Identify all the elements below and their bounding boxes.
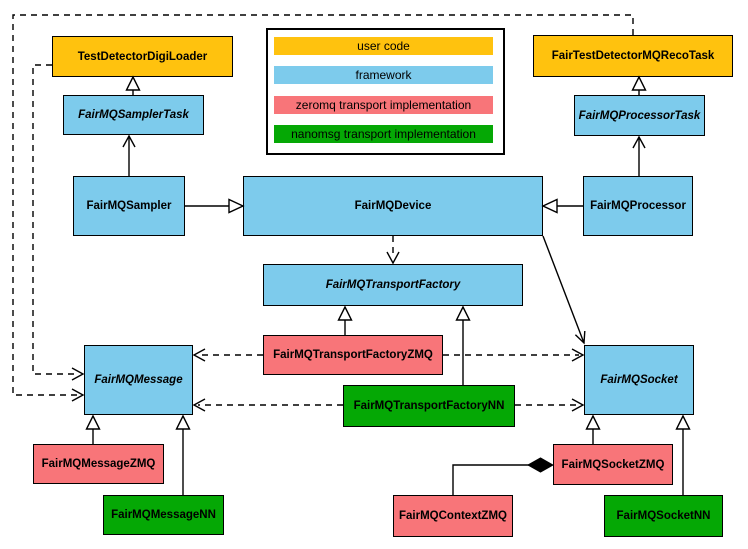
edge-messagenn-to-message: [175, 414, 191, 495]
node-label: FairMQMessageZMQ: [41, 458, 156, 470]
edge-socketzmq-to-socket: [585, 414, 601, 444]
node-label: FairMQSocket: [600, 374, 678, 386]
edge-contextzmq-to-socketzmq: [452, 457, 555, 495]
edge-processortask-to-recotask: [631, 75, 647, 95]
edge-socketnn-to-socket: [675, 414, 691, 495]
node-test-detector-digi-loader: TestDetectorDigiLoader: [52, 36, 233, 77]
edge-sampler-to-samplertask: [122, 134, 136, 176]
edge-device-to-transportfactory: [386, 236, 400, 265]
node-fairmq-socket-nn: FairMQSocketNN: [604, 495, 723, 537]
edge-factorynn-to-message: [192, 398, 343, 412]
node-label: FairMQProcessor: [590, 200, 686, 212]
node-label: FairMQSocketZMQ: [561, 458, 665, 471]
node-fairmq-transport-factory-nn: FairMQTransportFactoryNN: [343, 385, 515, 427]
node-fairmq-message: FairMQMessage: [84, 345, 193, 415]
edge-factoryzmq-to-message: [192, 348, 263, 362]
edge-processor-to-device: [541, 198, 583, 214]
node-fairmq-socket: FairMQSocket: [584, 345, 694, 415]
edge-processor-to-processortask: [632, 135, 646, 176]
edge-samplertask-to-digiloader: [125, 75, 141, 95]
node-label: FairMQTransportFactoryNN: [353, 400, 505, 412]
legend-item-nanomsg-transport: nanomsg transport implementation: [274, 125, 493, 143]
edge-messagezmq-to-message: [85, 414, 101, 444]
node-fairmq-socket-zmq: FairMQSocketZMQ: [553, 444, 673, 485]
node-label: FairMQMessageNN: [111, 509, 216, 521]
node-fairmq-sampler: FairMQSampler: [73, 176, 185, 236]
node-fairmq-sampler-task: FairMQSamplerTask: [63, 95, 204, 135]
node-fairmq-message-zmq: FairMQMessageZMQ: [33, 444, 164, 484]
node-fairmq-transport-factory-zmq: FairMQTransportFactoryZMQ: [263, 335, 443, 375]
node-label: FairTestDetectorMQRecoTask: [551, 50, 715, 62]
edge-factorynn-to-factory: [455, 305, 471, 385]
node-label: FairMQContextZMQ: [399, 510, 507, 522]
node-fairmq-transport-factory: FairMQTransportFactory: [263, 264, 523, 306]
node-label: FairMQSamplerTask: [78, 109, 189, 121]
node-label: TestDetectorDigiLoader: [77, 50, 208, 63]
node-label: FairMQDevice: [354, 200, 432, 212]
edge-device-to-socket: [542, 235, 586, 345]
edge-factoryzmq-to-factory: [337, 305, 353, 335]
legend-item-user-code: user code: [274, 37, 493, 55]
node-label: FairMQSocketNN: [616, 510, 711, 522]
edge-factoryzmq-to-socket: [443, 348, 585, 362]
node-label: FairMQMessage: [94, 374, 183, 386]
node-label: FairMQTransportFactory: [325, 279, 461, 291]
node-fairmq-context-zmq: FairMQContextZMQ: [393, 495, 513, 537]
node-fairmq-processor-task: FairMQProcessorTask: [574, 95, 705, 136]
legend-item-zeromq-transport: zeromq transport implementation: [274, 96, 493, 114]
edge-sampler-to-device: [185, 198, 245, 214]
node-label: FairMQTransportFactoryZMQ: [273, 349, 433, 361]
legend-item-framework: framework: [274, 66, 493, 84]
node-fairmq-message-nn: FairMQMessageNN: [103, 495, 224, 535]
node-fairmq-device: FairMQDevice: [243, 176, 543, 236]
node-label: FairMQSampler: [86, 200, 172, 212]
edge-factorynn-to-socket: [515, 398, 585, 412]
node-label: FairMQProcessorTask: [578, 109, 701, 122]
node-fairmq-processor: FairMQProcessor: [583, 176, 693, 236]
node-fair-test-detector-mq-reco-task: FairTestDetectorMQRecoTask: [533, 35, 733, 77]
